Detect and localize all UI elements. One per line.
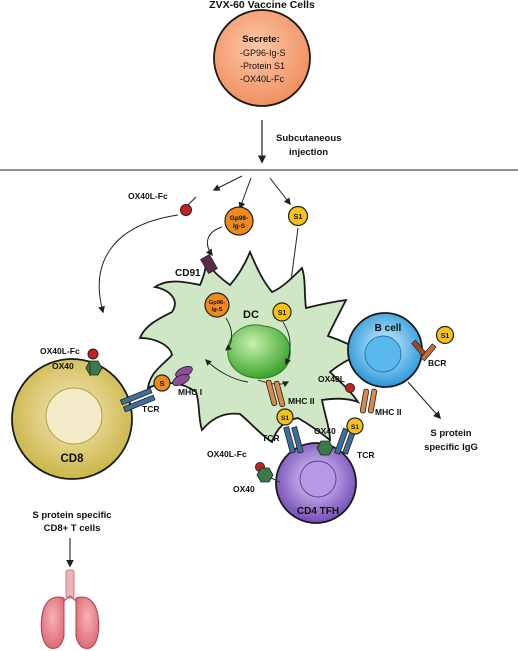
- cd91-receptor: [200, 254, 218, 274]
- b-cell-nucleus: [364, 335, 402, 373]
- igg-outcome-line1: S protein: [430, 428, 471, 439]
- mhc1-label: MHC I: [178, 387, 202, 397]
- gp96-internal-line2: Ig-S: [212, 307, 223, 313]
- b-cell-label: B cell: [375, 323, 402, 334]
- ox40l-fc-bead: [180, 204, 192, 216]
- s1-label: S1: [293, 212, 302, 221]
- s-bead: [153, 374, 171, 392]
- igg-outcome-line2: specific IgG: [424, 442, 478, 453]
- arrow-icon: [282, 321, 291, 366]
- secrete-item-gp96: -GP96-Ig-S: [240, 48, 286, 58]
- mhc2-receptor-bcell: [359, 388, 378, 414]
- cd8-outcome-line2: CD8+ T cells: [44, 523, 101, 534]
- gp96-internal-line1: Gp96-: [209, 300, 225, 306]
- cd8-nucleus: [45, 387, 103, 445]
- ox40l-fc-cd8-bead: [87, 348, 99, 360]
- arrow-icon: [205, 226, 223, 257]
- ox40-cd4-top-hex: [316, 440, 334, 456]
- diagram-title: ZVX-60 Vaccine Cells: [209, 0, 315, 11]
- dc-nucleus: [227, 324, 291, 379]
- ox40-cd8-label: OX40: [52, 361, 74, 371]
- arrow-icon: [238, 177, 252, 210]
- ox40-cd4-side-hex: [256, 467, 274, 483]
- ox40l-fc-label: OX40L-Fc: [128, 191, 168, 201]
- ox40-cd8-hex: [85, 360, 103, 376]
- ox40l-fc-cd4-label: OX40L-Fc: [207, 449, 247, 459]
- bcr-label: BCR: [428, 358, 446, 368]
- arrow-icon: [269, 177, 291, 206]
- receptor-icon: [187, 196, 197, 206]
- vaccine-cell: [213, 9, 311, 107]
- tcr-cd4-dc-receptor: [283, 426, 304, 454]
- cd4-tfh-label: CD4 TFH: [297, 506, 339, 517]
- receptor-icon: [270, 477, 281, 483]
- tcr-cd4-dc-label: TCR: [262, 433, 279, 443]
- arrow-icon: [212, 175, 243, 191]
- s1-bcr-label: S1: [441, 333, 450, 340]
- ox40-cd4-top-label: OX40: [314, 426, 336, 436]
- s1-bead: [287, 205, 309, 227]
- secrete-item-ox40l-fc: -OX40L-Fc: [240, 74, 285, 84]
- secrete-title: Secrete:: [242, 34, 280, 45]
- gp96-ig-s-bead: [224, 206, 254, 236]
- ox40l-bcell-bead: [345, 383, 355, 393]
- arrow-icon: [225, 317, 233, 351]
- cd8-outcome-line1: S protein specific: [32, 510, 111, 521]
- tcr-cd4-bcell-receptor: [334, 427, 357, 455]
- injection-label-line1: Subcutaneous: [276, 133, 341, 144]
- s1-cd4-bcell-label: S1: [351, 424, 360, 431]
- bcr-receptor: [411, 339, 437, 362]
- lung-icon: [40, 569, 100, 649]
- ox40l-fc-cd8-label: OX40L-Fc: [40, 346, 80, 356]
- s1-cd4-bcell-bead: [346, 417, 364, 435]
- ox40l-bcell-label: OX40L: [318, 374, 345, 384]
- tcr-cd8-receptor: [119, 387, 156, 413]
- cd8-label: CD8: [60, 453, 84, 465]
- s1-bcr-bead: [435, 325, 455, 345]
- mhc1-receptor: [172, 366, 193, 386]
- arrow-icon: [98, 214, 179, 314]
- mhc2-receptor-dc: [265, 379, 286, 408]
- tcr-cd4-bcell-label: TCR: [357, 450, 374, 460]
- gp96-label-line2: Ig-S: [233, 223, 246, 230]
- dc-label: DC: [243, 309, 259, 321]
- injection-label-line2: injection: [289, 147, 328, 158]
- tcr-cd8-label: TCR: [142, 404, 159, 414]
- gp96-ig-s-internal-bead: [204, 292, 230, 318]
- cd4-nucleus: [299, 460, 337, 498]
- s1-cd4-dc-bead: [276, 408, 294, 426]
- s1-cd4-dc-label: S1: [281, 415, 290, 422]
- s-label: S: [159, 379, 164, 388]
- secrete-item-protein-s1: -Protein S1: [240, 61, 285, 71]
- s1-internal-label: S1: [278, 310, 287, 317]
- ox40-cd4-side-label: OX40: [233, 484, 255, 494]
- cd91-label: CD91: [175, 268, 201, 279]
- mhc2-dc-label: MHC II: [288, 396, 314, 406]
- arrow-icon: [407, 381, 442, 420]
- mhc2-bcell-label: MHC II: [375, 407, 401, 417]
- gp96-label-line1: Gp96-: [230, 215, 248, 222]
- s1-internal-bead: [272, 302, 292, 322]
- arrow-icon: [205, 359, 249, 383]
